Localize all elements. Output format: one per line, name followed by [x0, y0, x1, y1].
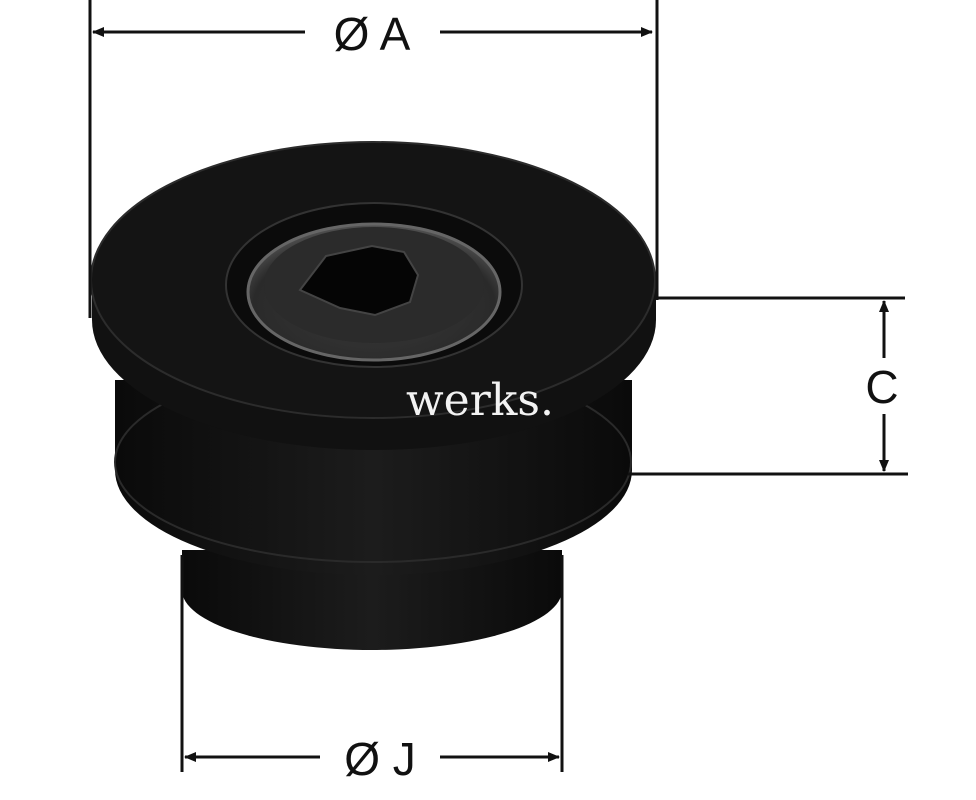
dimension-c: [628, 296, 908, 476]
dimension-j-label: Ø J: [344, 733, 416, 785]
dimension-c-label: C: [865, 361, 898, 413]
watermark: werks.: [406, 375, 554, 426]
cam-follower-part: [90, 141, 656, 650]
pilot-section: [182, 550, 562, 650]
dimension-a-label: Ø A: [334, 8, 411, 60]
dimension-a: [88, 0, 659, 318]
dimension-j: [180, 555, 564, 772]
hex-socket-icon: [298, 244, 420, 317]
